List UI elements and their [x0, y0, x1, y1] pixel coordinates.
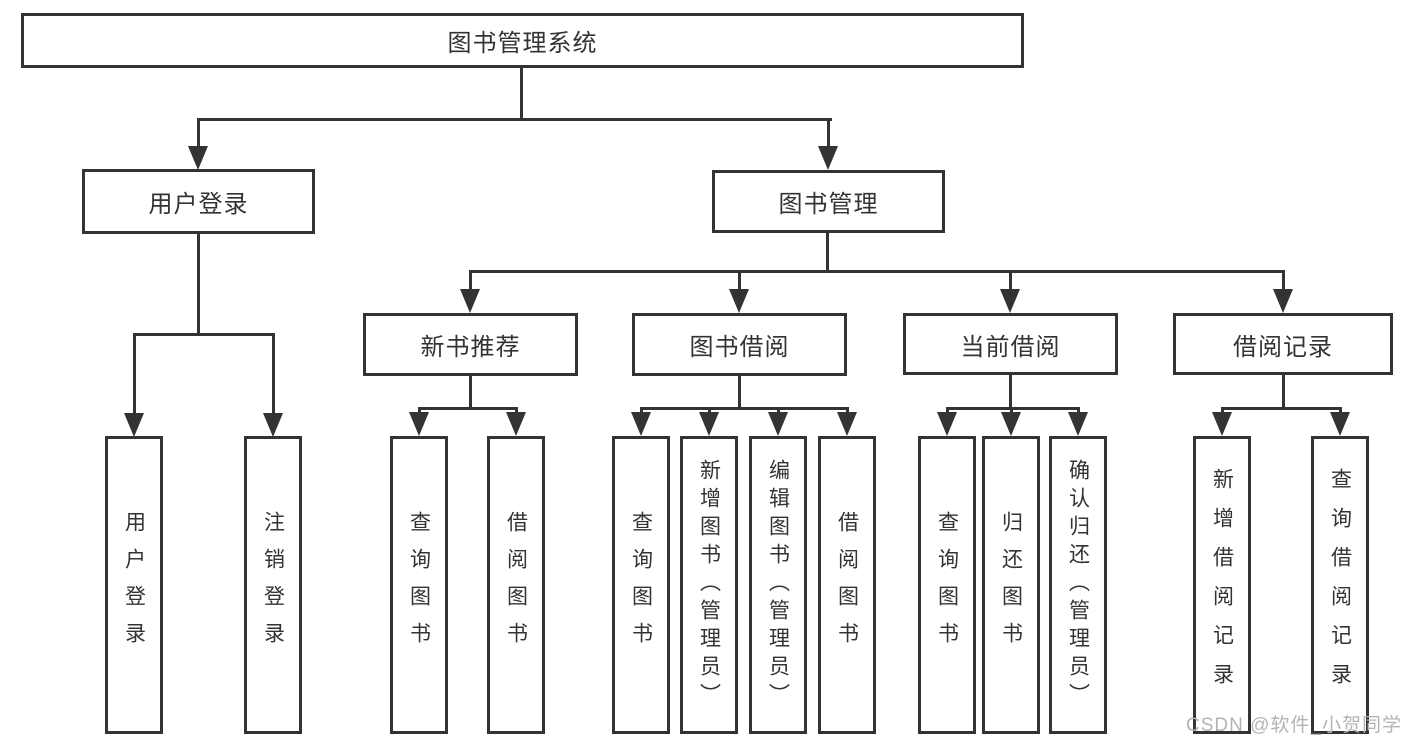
leaf-label: 归还图书 [999, 511, 1023, 659]
node-new-book-recommendation: 新书推荐 [363, 313, 578, 376]
connector-line [469, 376, 472, 409]
node-label: 图书管理系统 [447, 30, 598, 57]
arrow-down-icon [699, 412, 719, 436]
leaf-query-books-3: 查询图书 [918, 436, 976, 734]
leaf-label: 借阅图书 [504, 511, 528, 659]
arrow-down-icon [1001, 412, 1021, 436]
node-label: 新书推荐 [420, 334, 521, 361]
node-current-borrowing: 当前借阅 [903, 313, 1118, 375]
node-book-borrowing: 图书借阅 [632, 313, 847, 376]
connector-line [1221, 407, 1224, 415]
connector-line [469, 270, 1285, 273]
connector-line [946, 407, 949, 415]
connector-line [197, 118, 200, 148]
connector-line [1009, 375, 1012, 409]
connector-line [520, 68, 523, 121]
connector-line [827, 118, 830, 148]
leaf-label: 编辑图书（管理员） [766, 459, 790, 711]
connector-line [1077, 407, 1080, 415]
connector-line [640, 407, 849, 410]
arrow-down-icon [1273, 289, 1293, 313]
connector-line [133, 333, 275, 336]
arrow-down-icon [837, 412, 857, 436]
connector-line [1282, 270, 1285, 292]
connector-line [946, 407, 1080, 410]
connector-line [133, 333, 136, 415]
connector-line [1009, 270, 1012, 292]
arrow-down-icon [409, 412, 429, 436]
node-user-login: 用户登录 [82, 169, 315, 234]
leaf-label: 查询借阅记录 [1328, 468, 1352, 702]
connector-line [469, 270, 472, 292]
leaf-edit-books-admin: 编辑图书（管理员） [749, 436, 807, 734]
leaf-label: 注销登录 [261, 511, 285, 659]
arrow-down-icon [1212, 412, 1232, 436]
connector-line [272, 333, 275, 415]
leaf-label: 新增图书（管理员） [697, 459, 721, 711]
arrow-down-icon [506, 412, 526, 436]
connector-line [1221, 407, 1342, 410]
connector-line [1010, 407, 1013, 415]
leaf-label: 查询图书 [629, 511, 653, 659]
node-book-management: 图书管理 [712, 170, 945, 233]
leaf-label: 借阅图书 [835, 511, 859, 659]
connector-line [738, 376, 741, 409]
arrow-down-icon [937, 412, 957, 436]
leaf-user-login: 用户登录 [105, 436, 163, 734]
arrow-down-icon [124, 413, 144, 437]
leaf-label: 用户登录 [122, 511, 146, 659]
connector-line [197, 232, 200, 335]
arrow-down-icon [768, 412, 788, 436]
leaf-label: 查询图书 [407, 511, 431, 659]
connector-line [826, 231, 829, 272]
leaf-borrow-books-2: 借阅图书 [818, 436, 876, 734]
connector-line [1339, 407, 1342, 415]
connector-line [708, 407, 711, 415]
node-label: 图书借阅 [689, 334, 790, 361]
leaf-label: 查询图书 [935, 511, 959, 659]
connector-line [197, 118, 832, 121]
arrow-down-icon [188, 146, 208, 170]
leaf-query-books-2: 查询图书 [612, 436, 670, 734]
connector-line [846, 407, 849, 415]
leaf-borrow-books-1: 借阅图书 [487, 436, 545, 734]
connector-line [418, 407, 518, 410]
node-library-management-system: 图书管理系统 [21, 13, 1024, 68]
arrow-down-icon [818, 146, 838, 170]
connector-line [418, 407, 421, 415]
leaf-query-borrow-record: 查询借阅记录 [1311, 436, 1369, 734]
node-label: 借阅记录 [1233, 333, 1333, 361]
arrow-down-icon [460, 289, 480, 313]
connector-line [640, 407, 643, 415]
connector-line [738, 270, 741, 292]
node-label: 当前借阅 [960, 333, 1061, 361]
arrow-down-icon [1330, 412, 1350, 436]
leaf-add-borrow-record: 新增借阅记录 [1193, 436, 1251, 734]
leaf-label: 确认归还（管理员） [1066, 459, 1090, 711]
csdn-watermark: CSDN @软件_小贺同学 [1186, 715, 1402, 736]
arrow-down-icon [631, 412, 651, 436]
leaf-label: 新增借阅记录 [1210, 468, 1234, 702]
node-borrowing-records: 借阅记录 [1173, 313, 1393, 375]
arrow-down-icon [1068, 412, 1088, 436]
arrow-down-icon [263, 413, 283, 437]
leaf-confirm-return-admin: 确认归还（管理员） [1049, 436, 1107, 734]
connector-line [1282, 375, 1285, 409]
arrow-down-icon [1000, 289, 1020, 313]
leaf-query-books-1: 查询图书 [390, 436, 448, 734]
leaf-return-books: 归还图书 [982, 436, 1040, 734]
connector-line [777, 407, 780, 415]
node-label: 图书管理 [778, 191, 879, 218]
leaf-add-books-admin: 新增图书（管理员） [680, 436, 738, 734]
arrow-down-icon [729, 289, 749, 313]
connector-line [515, 407, 518, 415]
leaf-logout: 注销登录 [244, 436, 302, 734]
node-label: 用户登录 [148, 191, 249, 218]
